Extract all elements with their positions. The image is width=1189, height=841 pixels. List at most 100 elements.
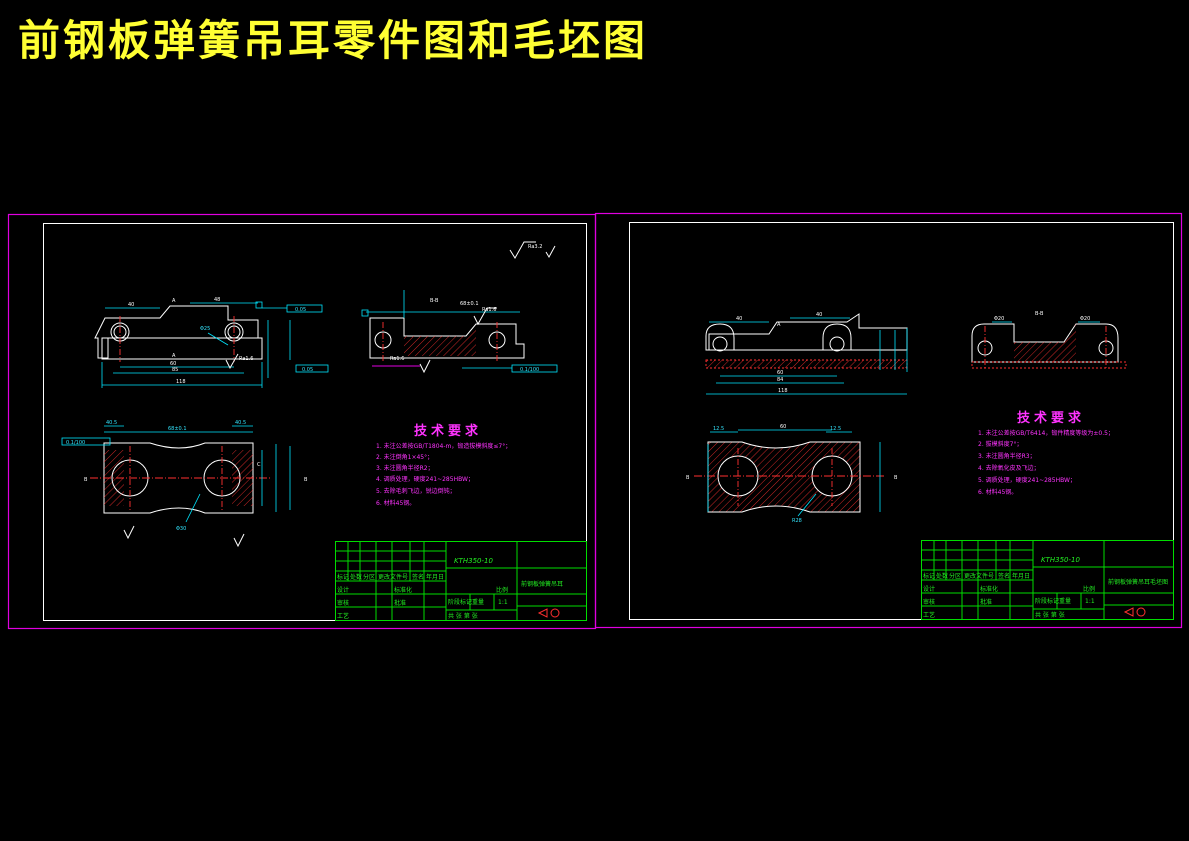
svg-text:68±0.1: 68±0.1 <box>460 301 479 307</box>
right-title-block: KTH350-10 前钢板弹簧吊耳毛坯图 1:1 标记 处数 分区 更改文件号 … <box>921 540 1174 620</box>
svg-text:60: 60 <box>170 361 176 367</box>
left-note: 1. 未注公差按GB/T1804-m，锻造拔模斜度≤7°； <box>376 442 511 450</box>
svg-text:阶段标记: 阶段标记 <box>448 598 472 606</box>
svg-text:Φ20: Φ20 <box>1080 316 1090 322</box>
left-notes-heading: 技术要求 <box>414 423 482 439</box>
left-title-block: KTH350-10 前钢板弹簧吊耳 1:1 标记 处数 分区 更改文件号 签名 … <box>335 541 587 621</box>
right-notes-heading: 技术要求 <box>1017 410 1085 426</box>
left-drawing-number: KTH350-10 <box>454 557 493 565</box>
right-note: 2. 拔模斜度7°； <box>978 440 1022 448</box>
left-plan-view: 68±0.1 40.5 40.5 0.1/100 B B Φ30 C <box>61 420 308 548</box>
svg-text:审核: 审核 <box>337 599 349 607</box>
right-drawing-number: KTH350-10 <box>1041 556 1080 564</box>
right-note: 1. 未注公差按GB/T6414，锻件精度等级为±0.5； <box>978 429 1114 437</box>
svg-text:60: 60 <box>777 370 783 376</box>
svg-text:比例: 比例 <box>496 586 508 594</box>
svg-text:重量: 重量 <box>1059 597 1071 605</box>
svg-text:0.05: 0.05 <box>302 367 313 373</box>
svg-text:0.1/100: 0.1/100 <box>520 367 539 373</box>
svg-text:B: B <box>84 477 88 483</box>
svg-text:Ra1.6: Ra1.6 <box>482 307 496 313</box>
right-note: 3. 未注圆角半径R3； <box>978 452 1036 460</box>
svg-text:B: B <box>686 475 690 481</box>
svg-text:R28: R28 <box>792 518 802 524</box>
right-front-view: 40 40 60 84 118 A <box>705 312 908 395</box>
svg-text:0.1/100: 0.1/100 <box>66 440 85 446</box>
svg-text:C: C <box>257 462 261 468</box>
svg-text:签名: 签名 <box>412 573 424 581</box>
svg-text:84: 84 <box>777 377 783 383</box>
svg-text:B: B <box>304 477 308 483</box>
right-outer-frame <box>594 212 1183 629</box>
svg-text:12.5: 12.5 <box>713 426 724 432</box>
left-front-view: 40 48 0.05 60 85 118 Φ25 0.05 Ra1.6 A A <box>94 297 329 388</box>
right-projection-icon <box>1123 607 1146 617</box>
svg-text:1:1: 1:1 <box>498 599 508 606</box>
right-plan-view: 60 12.5 12.5 R28 B B <box>686 424 898 524</box>
left-sheet: Ra3.2 40 48 0.05 60 85 <box>7 213 597 630</box>
svg-text:设计: 设计 <box>923 585 935 593</box>
svg-text:Φ20: Φ20 <box>994 316 1004 322</box>
svg-text:Ra3.2: Ra3.2 <box>528 244 542 250</box>
svg-text:118: 118 <box>778 388 788 394</box>
svg-text:68±0.1: 68±0.1 <box>168 426 187 432</box>
svg-text:40: 40 <box>736 316 742 322</box>
svg-text:批准: 批准 <box>980 598 992 606</box>
svg-text:更改文件号: 更改文件号 <box>378 573 408 581</box>
drawing-title: 前钢板弹簧吊耳零件图和毛坯图 <box>18 16 649 65</box>
left-note: 5. 去除毛刺飞边，锐边倒钝； <box>376 487 456 495</box>
svg-text:共 张 第 张: 共 张 第 张 <box>448 612 478 620</box>
svg-text:标记: 标记 <box>923 572 935 580</box>
svg-text:A: A <box>777 322 781 328</box>
svg-text:1:1: 1:1 <box>1085 598 1095 605</box>
left-inner-frame <box>43 223 587 621</box>
left-section-view: B-B 68±0.1 Ra1.6 0.1/100 Ra1.6 <box>361 290 558 374</box>
svg-text:年月日: 年月日 <box>1012 572 1030 580</box>
svg-text:48: 48 <box>214 297 220 303</box>
svg-text:Φ25: Φ25 <box>200 326 210 332</box>
svg-text:85: 85 <box>172 367 178 373</box>
svg-text:标准化: 标准化 <box>980 585 998 593</box>
right-sheet: 40 40 60 84 118 A B-B Φ20 <box>594 212 1183 629</box>
svg-text:Φ30: Φ30 <box>176 526 186 532</box>
svg-text:阶段标记: 阶段标记 <box>1035 597 1059 605</box>
right-note: 5. 调质处理，硬度241~285HBW； <box>978 476 1076 484</box>
svg-text:60: 60 <box>780 424 786 430</box>
svg-text:重量: 重量 <box>472 598 484 606</box>
left-note: 3. 未注圆角半径R2； <box>376 464 434 472</box>
right-section-view: B-B Φ20 Φ20 <box>971 311 1127 370</box>
svg-text:分区: 分区 <box>363 573 375 581</box>
svg-text:A: A <box>172 353 176 359</box>
svg-text:A: A <box>172 298 176 304</box>
svg-text:标记: 标记 <box>337 573 349 581</box>
svg-text:共 张 第 张: 共 张 第 张 <box>1035 611 1065 619</box>
svg-text:40: 40 <box>816 312 822 318</box>
svg-text:40.5: 40.5 <box>106 420 117 426</box>
svg-text:处数: 处数 <box>350 573 362 581</box>
svg-text:Ra1.6: Ra1.6 <box>390 356 404 362</box>
svg-text:118: 118 <box>176 379 186 385</box>
left-note: 4. 调质处理，硬度241~285HBW； <box>376 475 474 483</box>
right-note: 6. 材料45钢。 <box>978 488 1017 496</box>
svg-text:Ra1.6: Ra1.6 <box>239 356 253 362</box>
svg-text:批准: 批准 <box>394 599 406 607</box>
svg-text:0.05: 0.05 <box>295 307 306 313</box>
right-inner-frame <box>629 222 1174 620</box>
right-part-name: 前钢板弹簧吊耳毛坯图 <box>1108 578 1168 586</box>
svg-text:B: B <box>894 475 898 481</box>
left-part-name: 前钢板弹簧吊耳 <box>521 580 563 588</box>
svg-text:40: 40 <box>128 302 134 308</box>
svg-text:更改文件号: 更改文件号 <box>964 572 994 580</box>
left-surface-symbol: Ra3.2 <box>509 241 556 259</box>
svg-text:审核: 审核 <box>923 598 935 606</box>
svg-text:年月日: 年月日 <box>426 573 444 581</box>
svg-text:设计: 设计 <box>337 586 349 594</box>
left-note: 6. 材料45钢。 <box>376 499 415 507</box>
svg-text:B-B: B-B <box>430 298 439 304</box>
left-note: 2. 未注倒角1×45°； <box>376 453 433 461</box>
right-note: 4. 去除氧化皮及飞边； <box>978 464 1040 472</box>
left-projection-icon <box>537 608 560 618</box>
svg-text:签名: 签名 <box>998 572 1010 580</box>
svg-text:比例: 比例 <box>1083 585 1095 593</box>
svg-text:工艺: 工艺 <box>923 611 935 619</box>
